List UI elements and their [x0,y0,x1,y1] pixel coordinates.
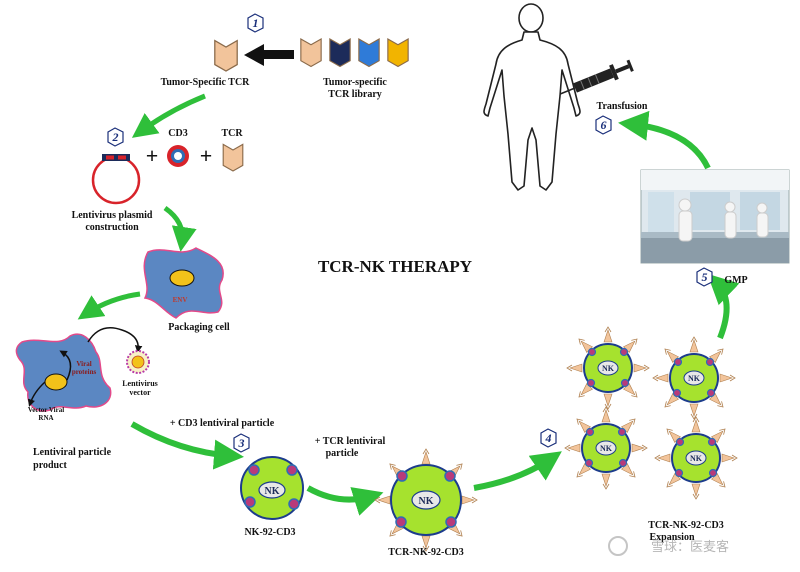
step-5-badge: 5 [696,267,713,287]
cd3-label: CD3 [168,128,187,139]
step-2-number: 2 [112,130,119,144]
flow-arrow-packaging-product [77,291,141,320]
nk-label-expanded: NK [602,364,615,373]
nk-label-2: NK [419,496,434,507]
tcr-library-label-1: Tumor-specific [323,77,387,88]
flow-arrow-nk92-tcrnk [306,485,384,516]
expanded-tcr-nk-cell: NK [566,326,650,410]
nk-label-1: NK [265,486,280,497]
tcr-library-icons [300,38,409,68]
packaging-cell: ENV [143,247,224,319]
lentiviral-product-label-1: Lentiviral particle [33,447,112,458]
step-4-badge: 4 [540,428,557,448]
tcr-library-label-2: TCR library [328,89,382,100]
plasmid-label-2: construction [85,222,139,233]
expanded-tcr-nk-cell: NK [654,416,738,500]
nk-label-expanded: NK [688,374,701,383]
expanded-tcr-nk-cell: NK [652,336,736,420]
flow-arrow-tcrnk-expansion [473,451,562,491]
library-to-tcr-arrow [244,44,294,66]
diagram-title: TCR-NK THERAPY [318,257,472,276]
watermark: 雪球：医麦客 [608,536,729,556]
watermark-text: 雪球：医麦客 [651,539,729,554]
lentiviral-product-label-2: product [33,460,67,471]
expanded-cells: NK NK NK NK [564,326,738,500]
nk-label-expanded: NK [600,444,613,453]
env-label: ENV [173,296,188,304]
packaging-cell-label: Packaging cell [168,322,230,333]
plus-sign-1: + [146,143,159,168]
expanded-tcr-nk-cell: NK [564,406,648,490]
flow-arrow-1-2 [131,93,206,138]
viral-proteins-label-1: Viral [76,360,91,368]
tumor-specific-tcr-label: Tumor-Specific TCR [161,77,251,88]
step-6-number: 6 [601,118,607,132]
gmp-lab-photo [640,169,790,264]
nk-label-expanded: NK [690,454,703,463]
plus-sign-2: + [200,143,213,168]
cd3-lentiviral-label: + CD3 lentiviral particle [170,418,275,429]
plasmid-label-1: Lentivirus plasmid [72,210,153,221]
step-2-badge: 2 [107,127,124,147]
gmp-label: GMP [724,275,747,286]
step-4-number: 4 [545,431,552,445]
tcr-nk92-cd3-label: TCR-NK-92-CD3 [388,547,464,558]
lentivirus-vector-label-2: vector [129,388,151,397]
patient-silhouette [483,3,581,191]
nk92-cd3-label: NK-92-CD3 [244,527,295,538]
step-3-badge: 3 [233,433,250,453]
tcr-lentiviral-label-2: particle [326,448,359,459]
transfusion-label: Transfusion [597,101,648,112]
nk92-cd3-cell: NK [240,456,304,520]
cd3-icon [167,145,189,167]
viral-proteins-label-2: proteins [72,368,97,376]
tcr-icon [222,143,244,172]
tumor-specific-tcr-icon [214,39,238,72]
lentivirus-vector-label-1: Lentivirus [122,379,158,388]
flow-arrow-plasmid-packaging [163,205,197,252]
lentivirus-vector-particle [126,350,150,374]
tcr-nk92-cd3-expansion-label: TCR-NK-92-CD3 [648,520,724,531]
flow-arrow-product-nk92 [130,421,244,470]
step-1-number: 1 [253,16,259,30]
expansion-label: Expansion [649,532,694,543]
lentiviral-producer-cell: Viral proteins Vector Viral RNA [15,327,143,422]
tcr-nk92-cd3-cell: NK [374,448,478,552]
tcr-label: TCR [221,128,243,139]
tcr-lentiviral-label-1: + TCR lentiviral [315,436,386,447]
step-5-number: 5 [702,270,708,284]
step-6-badge: 6 [595,115,612,135]
plasmid-icon [91,154,141,205]
syringe-icon [559,59,634,95]
flow-arrow-expansion-gmp [707,273,740,340]
step-3-number: 3 [238,436,245,450]
step-1-badge: 1 [247,13,264,33]
vector-viral-label-2: RNA [38,414,53,422]
flow-arrow-gmp-transfusion [618,110,711,170]
vector-viral-label-1: Vector Viral [28,406,64,414]
